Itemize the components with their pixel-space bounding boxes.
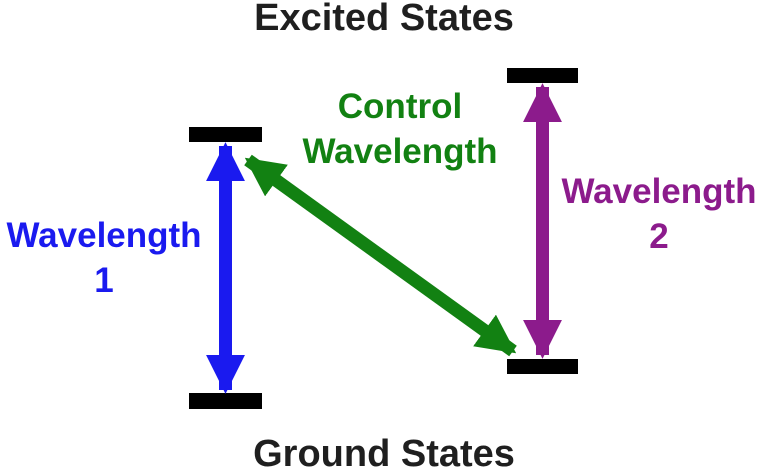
wavelength2-label-line2: 2 bbox=[649, 217, 669, 256]
wavelength1-label: Wavelength 1 bbox=[0, 213, 208, 303]
wavelength2-label-line1: Wavelength bbox=[561, 172, 757, 211]
wavelength2-label: Wavelength 2 bbox=[552, 169, 766, 259]
control-wavelength-arrow bbox=[244, 154, 517, 357]
energy-level-excited-left bbox=[189, 127, 262, 142]
wavelength1-label-line2: 1 bbox=[94, 261, 114, 300]
energy-level-ground-right bbox=[507, 359, 578, 374]
control-wavelength-label: Control Wavelength bbox=[283, 84, 517, 174]
energy-level-ground-left bbox=[189, 393, 262, 409]
ground-states-title: Ground States bbox=[253, 433, 515, 475]
excited-states-title: Excited States bbox=[254, 0, 514, 39]
energy-level-excited-right bbox=[507, 68, 578, 83]
control-label-line2: Wavelength bbox=[302, 132, 498, 171]
control-label-line1: Control bbox=[337, 87, 463, 126]
wavelength1-label-line1: Wavelength bbox=[6, 216, 202, 255]
